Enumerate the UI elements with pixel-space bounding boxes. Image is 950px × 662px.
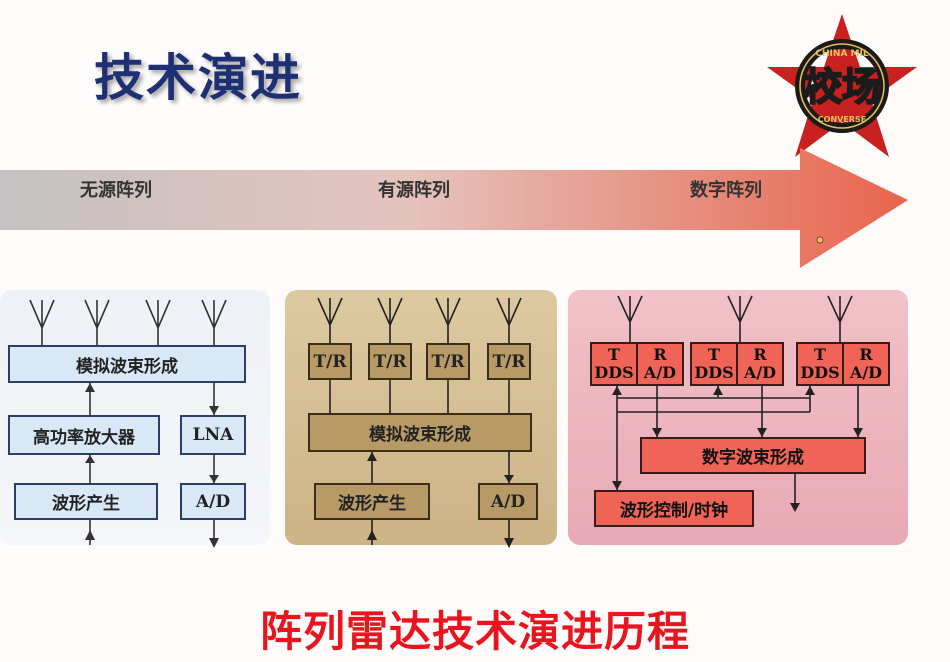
antenna-icon	[496, 297, 522, 343]
page-caption: 阵列雷达技术演进历程	[259, 607, 690, 656]
tx-label: T	[708, 345, 720, 364]
logo-top-text: CHINA MIL	[815, 49, 868, 59]
rx-label: R	[859, 345, 873, 364]
tx-label: T	[608, 345, 620, 364]
star-icon: CHINA MIL 校场 CONVERSE	[767, 14, 917, 157]
adc-box: A/D	[478, 483, 538, 520]
antenna-icon	[145, 299, 171, 345]
rx-label: R	[753, 345, 767, 364]
logo-bottom-text: CONVERSE	[818, 115, 866, 124]
adc-box: A/D	[180, 483, 246, 520]
evolution-arrow	[0, 148, 908, 268]
analog-beamforming-box: 模拟波束形成	[8, 345, 246, 383]
adc-label: A/D	[849, 363, 883, 382]
dds-label: DDS	[594, 363, 634, 382]
tx-dds-module-3: T DDS	[796, 342, 844, 386]
dds-label: DDS	[800, 363, 840, 382]
antenna-icon	[727, 295, 753, 342]
antenna-icon	[617, 295, 643, 342]
tr-module-4: T/R	[487, 343, 531, 380]
adc-label: A/D	[743, 363, 777, 382]
lna-box: LNA	[180, 415, 246, 455]
stage-passive: 无源阵列	[80, 180, 152, 201]
hpa-box: 高功率放大器	[8, 415, 160, 455]
tx-label: T	[814, 345, 826, 364]
antenna-icon	[435, 297, 461, 343]
rx-adc-module-2: R A/D	[736, 342, 784, 386]
tr-module-3: T/R	[426, 343, 470, 380]
antenna-icon	[29, 299, 55, 345]
stage-active: 有源阵列	[378, 180, 450, 201]
analog-beamforming-box: 模拟波束形成	[308, 413, 532, 452]
page-title: 技术演进	[94, 49, 302, 107]
waveform-generation-box: 波形产生	[314, 483, 430, 520]
tx-dds-module-2: T DDS	[690, 342, 738, 386]
logo-main-text: 校场	[804, 65, 880, 109]
tr-module-1: T/R	[308, 343, 352, 380]
tx-dds-module-1: T DDS	[590, 342, 638, 386]
tr-module-2: T/R	[368, 343, 412, 380]
adc-label: A/D	[643, 363, 677, 382]
logo: CHINA MIL 校场 CONVERSE	[765, 12, 920, 162]
waveform-generation-box: 波形产生	[14, 483, 158, 520]
dds-label: DDS	[694, 363, 734, 382]
rx-label: R	[653, 345, 667, 364]
antenna-icon	[317, 297, 343, 343]
antenna-icon	[377, 297, 403, 343]
rx-adc-module-3: R A/D	[842, 342, 890, 386]
antenna-icon	[827, 295, 853, 342]
stage-digital: 数字阵列	[690, 180, 762, 201]
waveform-control-clock-box: 波形控制/时钟	[594, 490, 754, 527]
antenna-icon	[201, 299, 227, 345]
rx-adc-module-1: R A/D	[636, 342, 684, 386]
digital-beamforming-box: 数字波束形成	[640, 437, 866, 474]
antenna-icon	[84, 299, 110, 345]
